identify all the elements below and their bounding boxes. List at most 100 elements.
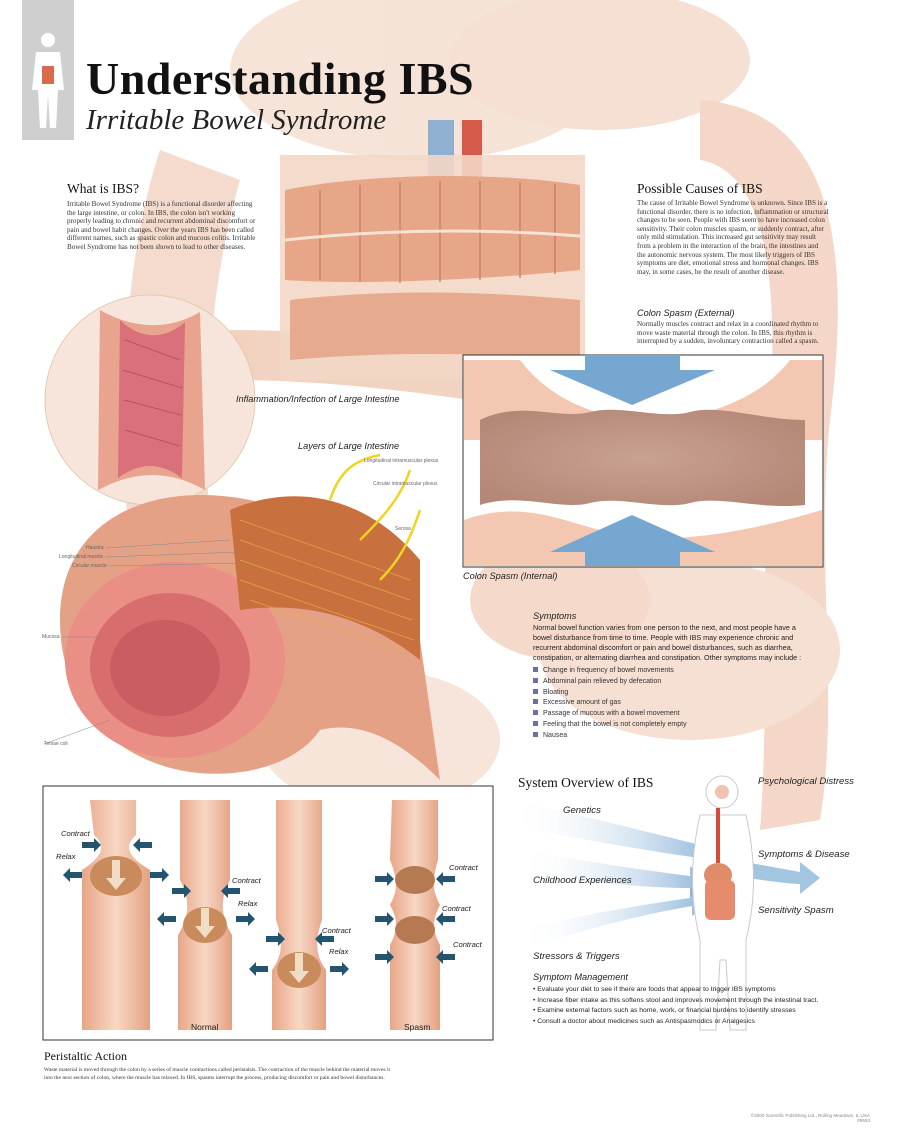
management-list: • Evaluate your diet to see if there are…	[533, 985, 863, 1027]
symptom-text: Passage of mucous with a bowel movement	[543, 710, 680, 718]
page-subtitle: Irritable Bowel Syndrome	[86, 104, 387, 136]
overview-heading: System Overview of IBS	[518, 775, 654, 790]
relax-label: Relax	[56, 852, 76, 861]
symptom-text: Bloating	[543, 688, 569, 696]
symptoms-line: bowel disturbance from time to time. Peo…	[533, 633, 794, 642]
copyright-text: ©2000 Scientific Publishing Ltd., Rollin…	[750, 1113, 870, 1118]
spasm-external-line: interrupted by a sudden, involuntary con…	[637, 337, 819, 346]
what-is-ibs-line: different names, such as spastic colon a…	[67, 234, 256, 243]
spasm-external-line: Normally muscles contract and relax in a…	[637, 320, 819, 328]
layer-label: Longitudinal intramuscular plexus	[364, 458, 439, 464]
copyright: ©2000 Scientific Publishing Ltd., Rollin…	[700, 1113, 870, 1123]
symptom-item: Bloating	[533, 688, 833, 699]
overview-label-sensitivity: Sensitivity Spasm	[758, 905, 834, 916]
layer-label: Serosa	[395, 526, 411, 532]
management-heading: Symptom Management	[533, 972, 628, 982]
causes-heading: Possible Causes of IBS	[637, 181, 763, 196]
spasm-external-section: Colon Spasm (External) Normally muscles …	[637, 308, 852, 346]
symptoms-line: recurrent abdominal discomfort or pain a…	[533, 643, 793, 652]
overview-label-childhood: Childhood Experiences	[533, 875, 632, 886]
symptom-item: Passage of mucous with a bowel movement	[533, 709, 833, 720]
symptom-item: Abdominal pain relieved by defecation	[533, 677, 833, 688]
bullet-icon	[533, 667, 538, 672]
symptom-text: Nausea	[543, 731, 568, 739]
contract-label: Contract	[232, 876, 261, 885]
management-item: • Evaluate your diet to see if there are…	[533, 986, 776, 993]
bullet-icon	[533, 710, 538, 716]
symptom-item: Feeling that the bowel is not completely…	[533, 720, 833, 731]
what-is-ibs-line: Bowel Syndrome has not been shown to lea…	[67, 242, 246, 251]
causes-line: the autonomic nervous system. The most l…	[637, 250, 815, 259]
product-code: #9553	[857, 1118, 870, 1123]
spasm-label: Spasm	[404, 1022, 431, 1032]
causes-line: changes to be seen. People with IBS seem…	[637, 216, 825, 225]
what-is-ibs-line: the large intestine, or colon. In IBS, t…	[67, 208, 236, 217]
peristaltic-line: into the next section of colon, where th…	[44, 1075, 385, 1081]
transverse-colon	[280, 155, 585, 380]
causes-section: Possible Causes of IBS The cause of Irri…	[637, 181, 852, 276]
spasm-external-line: move waste material through the colon. I…	[637, 328, 813, 337]
bullet-icon	[533, 677, 538, 683]
relax-label: Relax	[238, 899, 258, 908]
overview-label-genetics: Genetics	[563, 805, 601, 816]
peristaltic-section: Peristaltic Action Waste material is mov…	[44, 1049, 494, 1082]
overview-label-psychological: Psychological Distress	[758, 776, 854, 787]
layer-label: Longitudinal muscle	[59, 554, 104, 560]
overview-label-stressors: Stressors & Triggers	[533, 951, 620, 962]
causes-line: from a problem in the interaction of the…	[637, 241, 819, 250]
bullet-icon	[533, 731, 538, 737]
normal-label: Normal	[191, 1022, 219, 1032]
symptom-item: Nausea	[533, 731, 833, 742]
symptom-text: Excessive amount of gas	[543, 699, 621, 707]
relax-label: Relax	[329, 947, 349, 956]
contract-label: Contract	[453, 940, 482, 949]
symptoms-section: Symptoms Normal bowel function varies fr…	[533, 611, 833, 742]
symptoms-heading: Symptoms	[533, 611, 577, 621]
management-item: • Increase fiber intake as this softens …	[533, 996, 819, 1004]
bullet-icon	[533, 688, 538, 694]
overview-label-symptoms-disease: Symptoms & Disease	[758, 849, 850, 860]
layer-label: Mucosa	[42, 634, 60, 640]
layer-label: Circular intramuscular plexus	[373, 481, 438, 487]
causes-line: symptoms are diet, emotional stress and …	[637, 259, 819, 268]
what-is-ibs-section: What is IBS? Irritable Bowel Syndrome (I…	[67, 181, 277, 252]
bullet-icon	[533, 720, 538, 726]
bullet-icon	[533, 699, 538, 705]
causes-line: The cause of Irritable Bowel Syndrome is…	[637, 199, 828, 207]
what-is-ibs-line: properly leading to chronic and recurren…	[67, 217, 256, 226]
causes-line: sensitivity. Their colon muscles spasm, …	[637, 224, 825, 233]
layer-label: Circular muscle	[72, 563, 107, 569]
causes-line: only mild stimulation. This increased gu…	[637, 233, 816, 242]
contract-label: Contract	[61, 829, 90, 838]
what-is-ibs-line: pain and bowel habit changes. Over the y…	[67, 225, 254, 234]
inflammation-caption: Inflammation/Infection of Large Intestin…	[236, 394, 400, 404]
causes-line: functional disorder, there is no infecti…	[637, 207, 829, 216]
symptom-text: Change in frequency of bowel movements	[543, 667, 674, 674]
colon-spasm-internal-illustration	[462, 354, 824, 568]
management-item: • Examine external factors such as home,…	[533, 1007, 796, 1015]
management-section: Symptom Management • Evaluate your diet …	[533, 972, 863, 1027]
intestine-layers-illustration	[43, 453, 440, 780]
symptoms-list: Change in frequency of bowel movements A…	[533, 666, 833, 742]
what-is-ibs-line: Irritable Bowel Syndrome (IBS) is a func…	[67, 200, 253, 208]
symptom-item: Change in frequency of bowel movements	[533, 666, 833, 677]
symptom-item: Excessive amount of gas	[533, 698, 833, 709]
contract-label: Contract	[322, 926, 351, 935]
human-figure-icon	[22, 0, 74, 140]
peristaltic-panel	[42, 785, 494, 1041]
symptoms-line: constipation, or alternating diarrhea an…	[533, 653, 802, 662]
system-overview-figure	[510, 775, 820, 1031]
contract-label: Contract	[449, 863, 478, 872]
causes-line: may, in some cases, be the result of ano…	[637, 267, 785, 276]
layers-heading: Layers of Large Intestine	[298, 441, 400, 451]
management-item: • Consult a doctor about medicines such …	[533, 1017, 755, 1025]
symptom-text: Abdominal pain relieved by defecation	[543, 677, 662, 685]
contract-label: Contract	[442, 904, 471, 913]
peristaltic-heading: Peristaltic Action	[44, 1049, 127, 1063]
spasm-internal-caption: Colon Spasm (Internal)	[463, 571, 558, 581]
spasm-external-heading: Colon Spasm (External)	[637, 308, 735, 318]
symptoms-line: Normal bowel function varies from one pe…	[533, 623, 796, 632]
layer-label: Teniae coli	[44, 741, 68, 747]
inflammation-illustration	[44, 294, 256, 506]
